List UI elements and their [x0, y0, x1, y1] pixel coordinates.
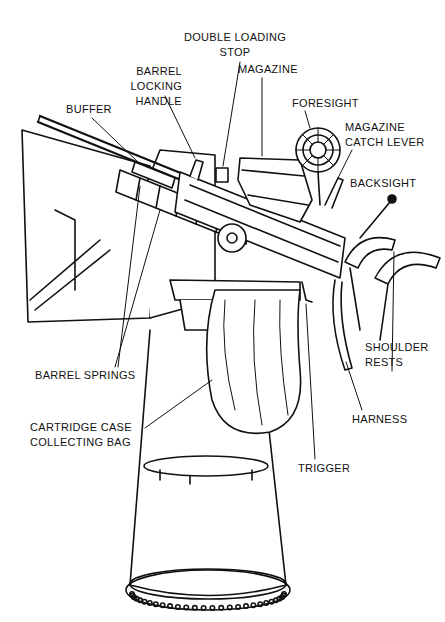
sight-spoke	[302, 134, 312, 144]
part-label: HARNESS	[352, 412, 407, 427]
double-loading-stop	[216, 168, 228, 182]
part-label: FORESIGHT	[292, 96, 359, 111]
part-label: BARREL LOCKING HANDLE	[82, 64, 182, 109]
sight-spoke	[324, 134, 334, 144]
part-label: MAGAZINE	[238, 62, 298, 77]
pedestal-ring	[144, 456, 268, 476]
trunnion	[218, 224, 246, 252]
part-label: BUFFER	[66, 102, 112, 117]
trigger	[302, 282, 312, 302]
base-holes	[130, 592, 286, 610]
base-hole	[251, 603, 255, 607]
pedestal-base	[126, 570, 290, 610]
cartridge-case-collecting-bag	[207, 290, 301, 433]
base-hole	[219, 606, 223, 610]
sight-spoke	[296, 150, 310, 151]
backsight	[360, 202, 390, 238]
sight-spoke	[326, 150, 340, 151]
base-hole	[244, 604, 248, 608]
part-label: TRIGGER	[298, 461, 350, 476]
sight-spoke	[318, 128, 319, 142]
sight-spoke	[318, 158, 319, 172]
base-hole	[148, 601, 152, 605]
sight-spoke	[324, 156, 334, 166]
sight-spoke	[302, 156, 312, 166]
magazine-catch-lever	[325, 178, 343, 208]
part-label: MAGAZINE CATCH LEVER	[345, 120, 425, 150]
buffer	[132, 162, 175, 188]
part-label: CARTRIDGE CASE COLLECTING BAG	[30, 420, 146, 450]
harness	[333, 280, 352, 370]
base-hole	[210, 606, 214, 610]
base-hole	[264, 601, 268, 605]
base-hole	[201, 606, 205, 610]
base-hole	[168, 604, 172, 608]
base-hole	[228, 605, 232, 609]
base-hole	[193, 606, 197, 610]
base-hole	[236, 605, 240, 609]
base-hole	[160, 603, 164, 607]
base-hole	[154, 602, 158, 606]
part-label: SHOULDER RESTS	[365, 340, 437, 370]
base-hole	[184, 605, 188, 609]
part-label: BARREL SPRINGS	[35, 368, 135, 383]
magazine	[238, 158, 312, 222]
base-hole	[142, 600, 146, 604]
part-label: BACKSIGHT	[350, 176, 416, 191]
part-label: DOUBLE LOADING STOP	[180, 30, 290, 60]
base-hole	[282, 592, 286, 596]
barrel-locking-handle	[190, 160, 203, 180]
base-hole	[176, 605, 180, 609]
base-hole	[258, 602, 262, 606]
foresight	[296, 128, 340, 205]
